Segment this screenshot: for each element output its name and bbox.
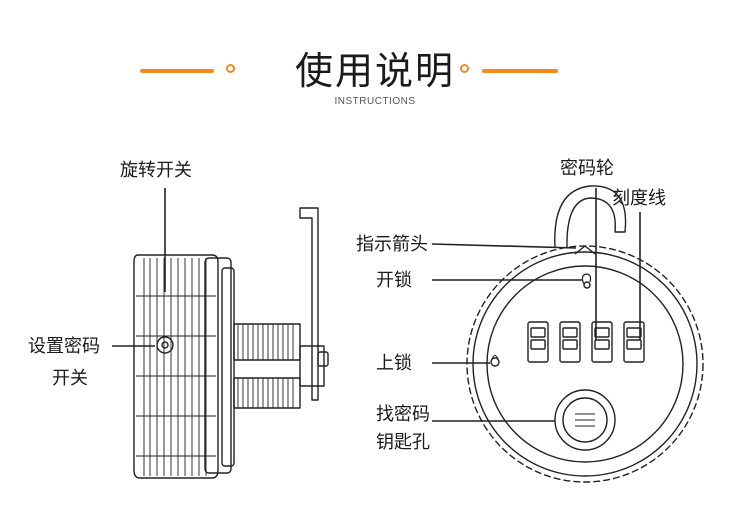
set-code-switch-label-line2: 开关: [52, 368, 88, 389]
lock-label: 上锁: [376, 353, 412, 374]
right-deco-line: [482, 69, 558, 73]
leader-lines: [112, 188, 641, 422]
page-title: 使用说明: [294, 49, 455, 93]
find-code-keyhole-label-line1: 找密码: [376, 404, 430, 425]
page-subtitle: INSTRUCTIONS: [334, 96, 416, 107]
set-code-switch-label-line1: 设置密码: [28, 336, 100, 357]
code-wheel-label: 密码轮: [560, 158, 614, 179]
rotate-switch-label: 旋转开关: [120, 160, 192, 181]
indicator-arrow-label: 指示箭头: [356, 234, 428, 255]
code-wheels: [527, 321, 645, 363]
left-deco-line: [140, 69, 214, 73]
find-code-keyhole-label-line2: 钥匙孔: [376, 432, 430, 453]
side-view-lock-illustration: [133, 207, 329, 479]
unlock-label: 开锁: [376, 270, 412, 291]
left-deco-dot: [226, 64, 235, 73]
right-deco-dot: [460, 64, 469, 73]
front-view-lock-illustration: [466, 185, 704, 483]
scale-line-label: 刻度线: [612, 188, 666, 209]
